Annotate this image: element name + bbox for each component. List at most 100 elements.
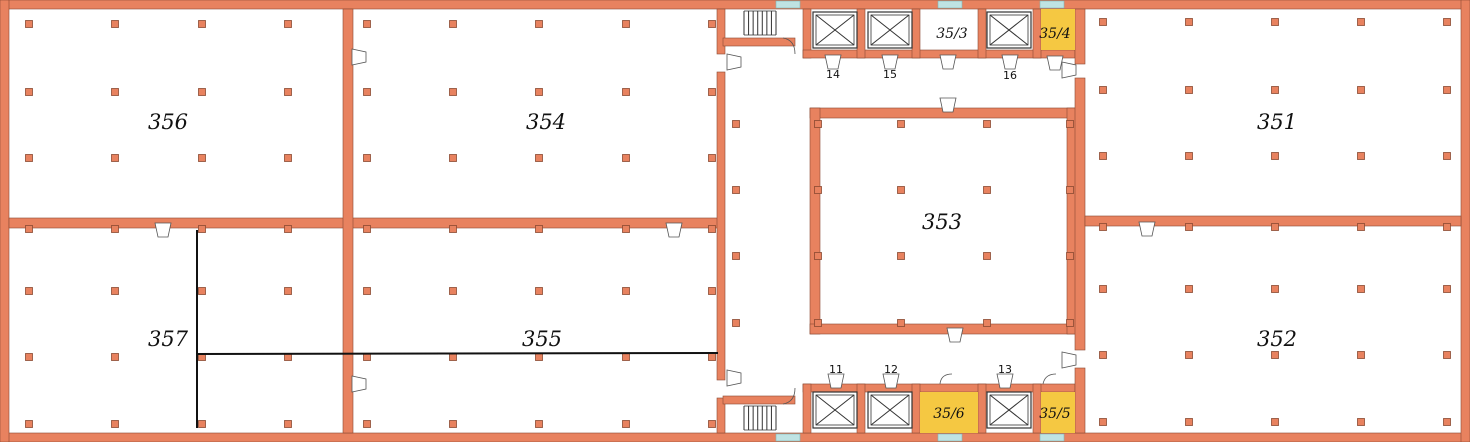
column-icon	[622, 287, 630, 295]
column-icon	[284, 88, 292, 96]
column-icon	[1099, 351, 1107, 359]
door-icon	[1061, 351, 1077, 369]
column-icon	[449, 20, 457, 28]
door-icon	[1046, 55, 1064, 71]
wall-segment	[0, 0, 1470, 10]
column-icon	[708, 287, 716, 295]
column-icon	[708, 420, 716, 428]
door-icon	[827, 373, 845, 389]
door-icon	[882, 373, 900, 389]
column-icon	[449, 287, 457, 295]
wall-segment	[1074, 367, 1086, 434]
column-icon	[1099, 18, 1107, 26]
column-icon	[983, 120, 991, 128]
column-icon	[814, 252, 822, 260]
columns	[25, 18, 1451, 428]
room-label-355[interactable]: 355	[522, 327, 562, 351]
highlighted-room	[1041, 392, 1075, 433]
column-icon	[535, 225, 543, 233]
door-swing	[1042, 373, 1057, 385]
column-icon	[1271, 18, 1279, 26]
column-icon	[1443, 86, 1451, 94]
column-icon	[363, 287, 371, 295]
column-icon	[1099, 152, 1107, 160]
column-icon	[1443, 418, 1451, 426]
column-icon	[25, 88, 33, 96]
room-label-351[interactable]: 351	[1257, 110, 1297, 134]
wall-segment	[722, 37, 796, 47]
column-icon	[622, 20, 630, 28]
column-icon	[363, 154, 371, 162]
door-icon	[996, 373, 1014, 389]
highlighted-room	[920, 392, 978, 433]
column-icon	[622, 88, 630, 96]
room-label-352[interactable]: 352	[1257, 327, 1297, 351]
window	[937, 433, 963, 442]
door-swing	[782, 387, 796, 405]
column-icon	[1066, 186, 1074, 194]
column-icon	[363, 20, 371, 28]
elevator-icon	[867, 11, 913, 49]
column-icon	[708, 20, 716, 28]
room-label-353[interactable]: 353	[922, 210, 962, 234]
elevator-icon	[867, 391, 913, 429]
door-number-12: 12	[884, 363, 898, 376]
column-icon	[622, 353, 630, 361]
elevator-icon	[986, 391, 1032, 429]
column-icon	[732, 252, 740, 260]
door-icon	[939, 97, 957, 113]
column-icon	[1185, 152, 1193, 160]
room-label-356[interactable]: 356	[148, 110, 188, 134]
room-label-354[interactable]: 354	[526, 110, 566, 134]
column-icon	[1185, 418, 1193, 426]
column-icon	[983, 186, 991, 194]
door-number-11: 11	[829, 363, 843, 376]
wall-segment	[809, 107, 821, 335]
wall-segment	[716, 8, 726, 55]
column-icon	[111, 20, 119, 28]
wall-segment	[1074, 77, 1086, 351]
door-number-15: 15	[883, 68, 897, 81]
wall-segment	[1074, 8, 1086, 65]
column-icon	[983, 319, 991, 327]
room-label-35-4[interactable]: 35/4	[1039, 26, 1070, 42]
column-icon	[622, 154, 630, 162]
column-icon	[708, 88, 716, 96]
window	[937, 0, 963, 9]
doors	[154, 37, 1156, 405]
column-icon	[449, 88, 457, 96]
column-icon	[198, 154, 206, 162]
wall-segment	[0, 432, 1470, 442]
column-icon	[1443, 351, 1451, 359]
window	[1039, 0, 1065, 9]
room-label-35-5[interactable]: 35/5	[1039, 406, 1071, 422]
elevator-icon	[986, 11, 1032, 49]
window	[1039, 433, 1065, 442]
column-icon	[622, 420, 630, 428]
wall-segment	[911, 8, 921, 59]
room-label-357[interactable]: 357	[148, 327, 189, 351]
column-icon	[1185, 86, 1193, 94]
elevators	[812, 11, 1032, 429]
wall-segment	[856, 383, 866, 434]
column-icon	[198, 287, 206, 295]
door-swing	[939, 373, 953, 385]
column-icon	[732, 120, 740, 128]
column-icon	[814, 319, 822, 327]
column-icon	[1357, 351, 1365, 359]
partition-line	[196, 352, 719, 355]
column-icon	[535, 154, 543, 162]
elevator-part	[870, 394, 910, 426]
wall-segment	[342, 8, 354, 434]
column-icon	[363, 88, 371, 96]
window	[775, 0, 801, 9]
room-label-35-3[interactable]: 35/3	[936, 26, 968, 42]
column-icon	[284, 287, 292, 295]
elevator-part	[870, 394, 910, 426]
room-label-35-6[interactable]: 35/6	[933, 406, 965, 422]
column-icon	[284, 20, 292, 28]
wall-segment	[1460, 0, 1470, 442]
column-icon	[983, 252, 991, 260]
column-icon	[535, 287, 543, 295]
column-icon	[535, 20, 543, 28]
